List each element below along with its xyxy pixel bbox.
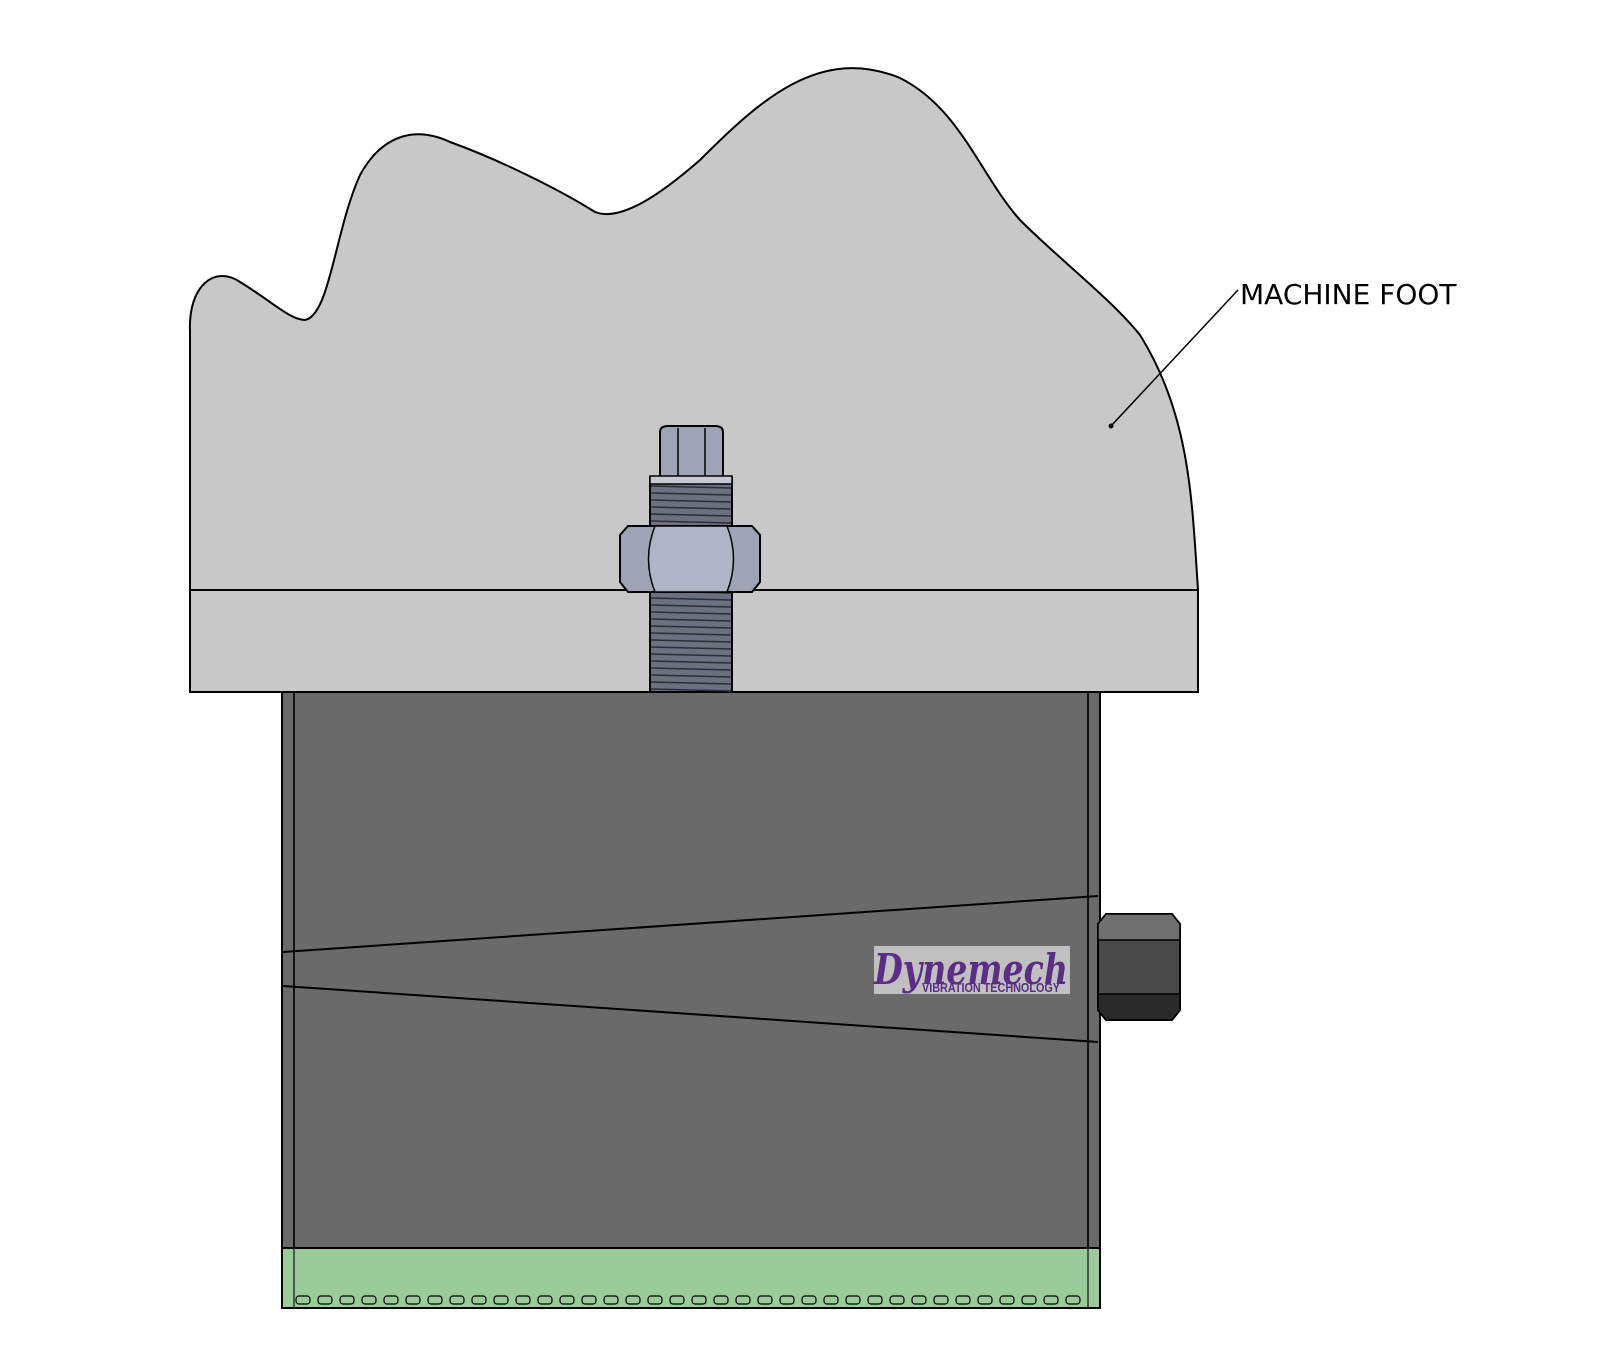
thread-line	[650, 660, 732, 664]
pad-rib	[669, 1295, 685, 1305]
logo-plate	[874, 946, 1070, 994]
hex-nut-center-face	[647, 525, 735, 593]
pad-rib	[515, 1295, 531, 1305]
pad-rib	[405, 1295, 421, 1305]
pad-rib	[537, 1295, 553, 1305]
pad-rib	[1065, 1295, 1081, 1305]
callout-leader-line	[1110, 289, 1239, 427]
machine-foot	[188, 67, 1199, 693]
wedge-line-upper	[282, 895, 1099, 953]
leveling-nut-top-face	[1097, 913, 1181, 941]
thread-line	[650, 506, 732, 510]
pad-rib	[779, 1295, 795, 1305]
pad-rib	[317, 1295, 333, 1305]
thread-line	[650, 492, 732, 496]
pad-rib	[933, 1295, 949, 1305]
pad-rib	[691, 1295, 707, 1305]
pad-rib	[647, 1295, 663, 1305]
pad-rib	[559, 1295, 575, 1305]
pad-rib	[867, 1295, 883, 1305]
thread-line	[650, 646, 732, 650]
thread-line	[650, 513, 732, 517]
pad-rib	[955, 1295, 971, 1305]
pad-rib	[449, 1295, 465, 1305]
thread-line	[650, 625, 732, 629]
thread-line	[650, 485, 732, 489]
pad-rib	[845, 1295, 861, 1305]
pad-rib	[823, 1295, 839, 1305]
pad-rib	[361, 1295, 377, 1305]
thread-line	[650, 604, 732, 608]
thread-line	[650, 597, 732, 601]
pad-rib	[581, 1295, 597, 1305]
pad-rib	[295, 1295, 311, 1305]
logo-tagline: VIBRATION TECHNOLOGY	[922, 981, 1061, 995]
bolt-washer	[649, 475, 733, 485]
pad-rib	[757, 1295, 773, 1305]
pad-rib	[1021, 1295, 1037, 1305]
base-pad-ribs	[295, 1295, 1081, 1305]
pad-rib	[1043, 1295, 1059, 1305]
pad-rib	[339, 1295, 355, 1305]
leveling-nut-bottom-face	[1097, 993, 1181, 1021]
thread-line	[650, 688, 732, 692]
pad-rib	[471, 1295, 487, 1305]
thread-line	[650, 499, 732, 503]
bolt-head	[659, 425, 724, 479]
pad-rib	[713, 1295, 729, 1305]
thread-line	[650, 653, 732, 657]
pad-rib	[801, 1295, 817, 1305]
pad-rib	[625, 1295, 641, 1305]
pad-rib	[493, 1295, 509, 1305]
callout-label: MACHINE FOOT	[1240, 278, 1457, 311]
pad-rib	[603, 1295, 619, 1305]
pad-rib	[977, 1295, 993, 1305]
thread-line	[650, 611, 732, 615]
logo-name: Dynemech	[873, 945, 1068, 994]
pad-rib	[735, 1295, 751, 1305]
thread-line	[650, 618, 732, 622]
thread-line	[650, 681, 732, 685]
pad-rib	[999, 1295, 1015, 1305]
callout-anchor-dot	[1108, 423, 1114, 429]
pad-rib	[911, 1295, 927, 1305]
thread-line	[650, 639, 732, 643]
pad-rib	[889, 1295, 905, 1305]
thread-line	[650, 667, 732, 671]
thread-line	[650, 520, 732, 524]
base-pad	[281, 1247, 1101, 1309]
pad-rib	[383, 1295, 399, 1305]
pad-rib	[427, 1295, 443, 1305]
thread-line	[650, 632, 732, 636]
wedge-line-lower	[282, 985, 1099, 1043]
thread-line	[650, 674, 732, 678]
